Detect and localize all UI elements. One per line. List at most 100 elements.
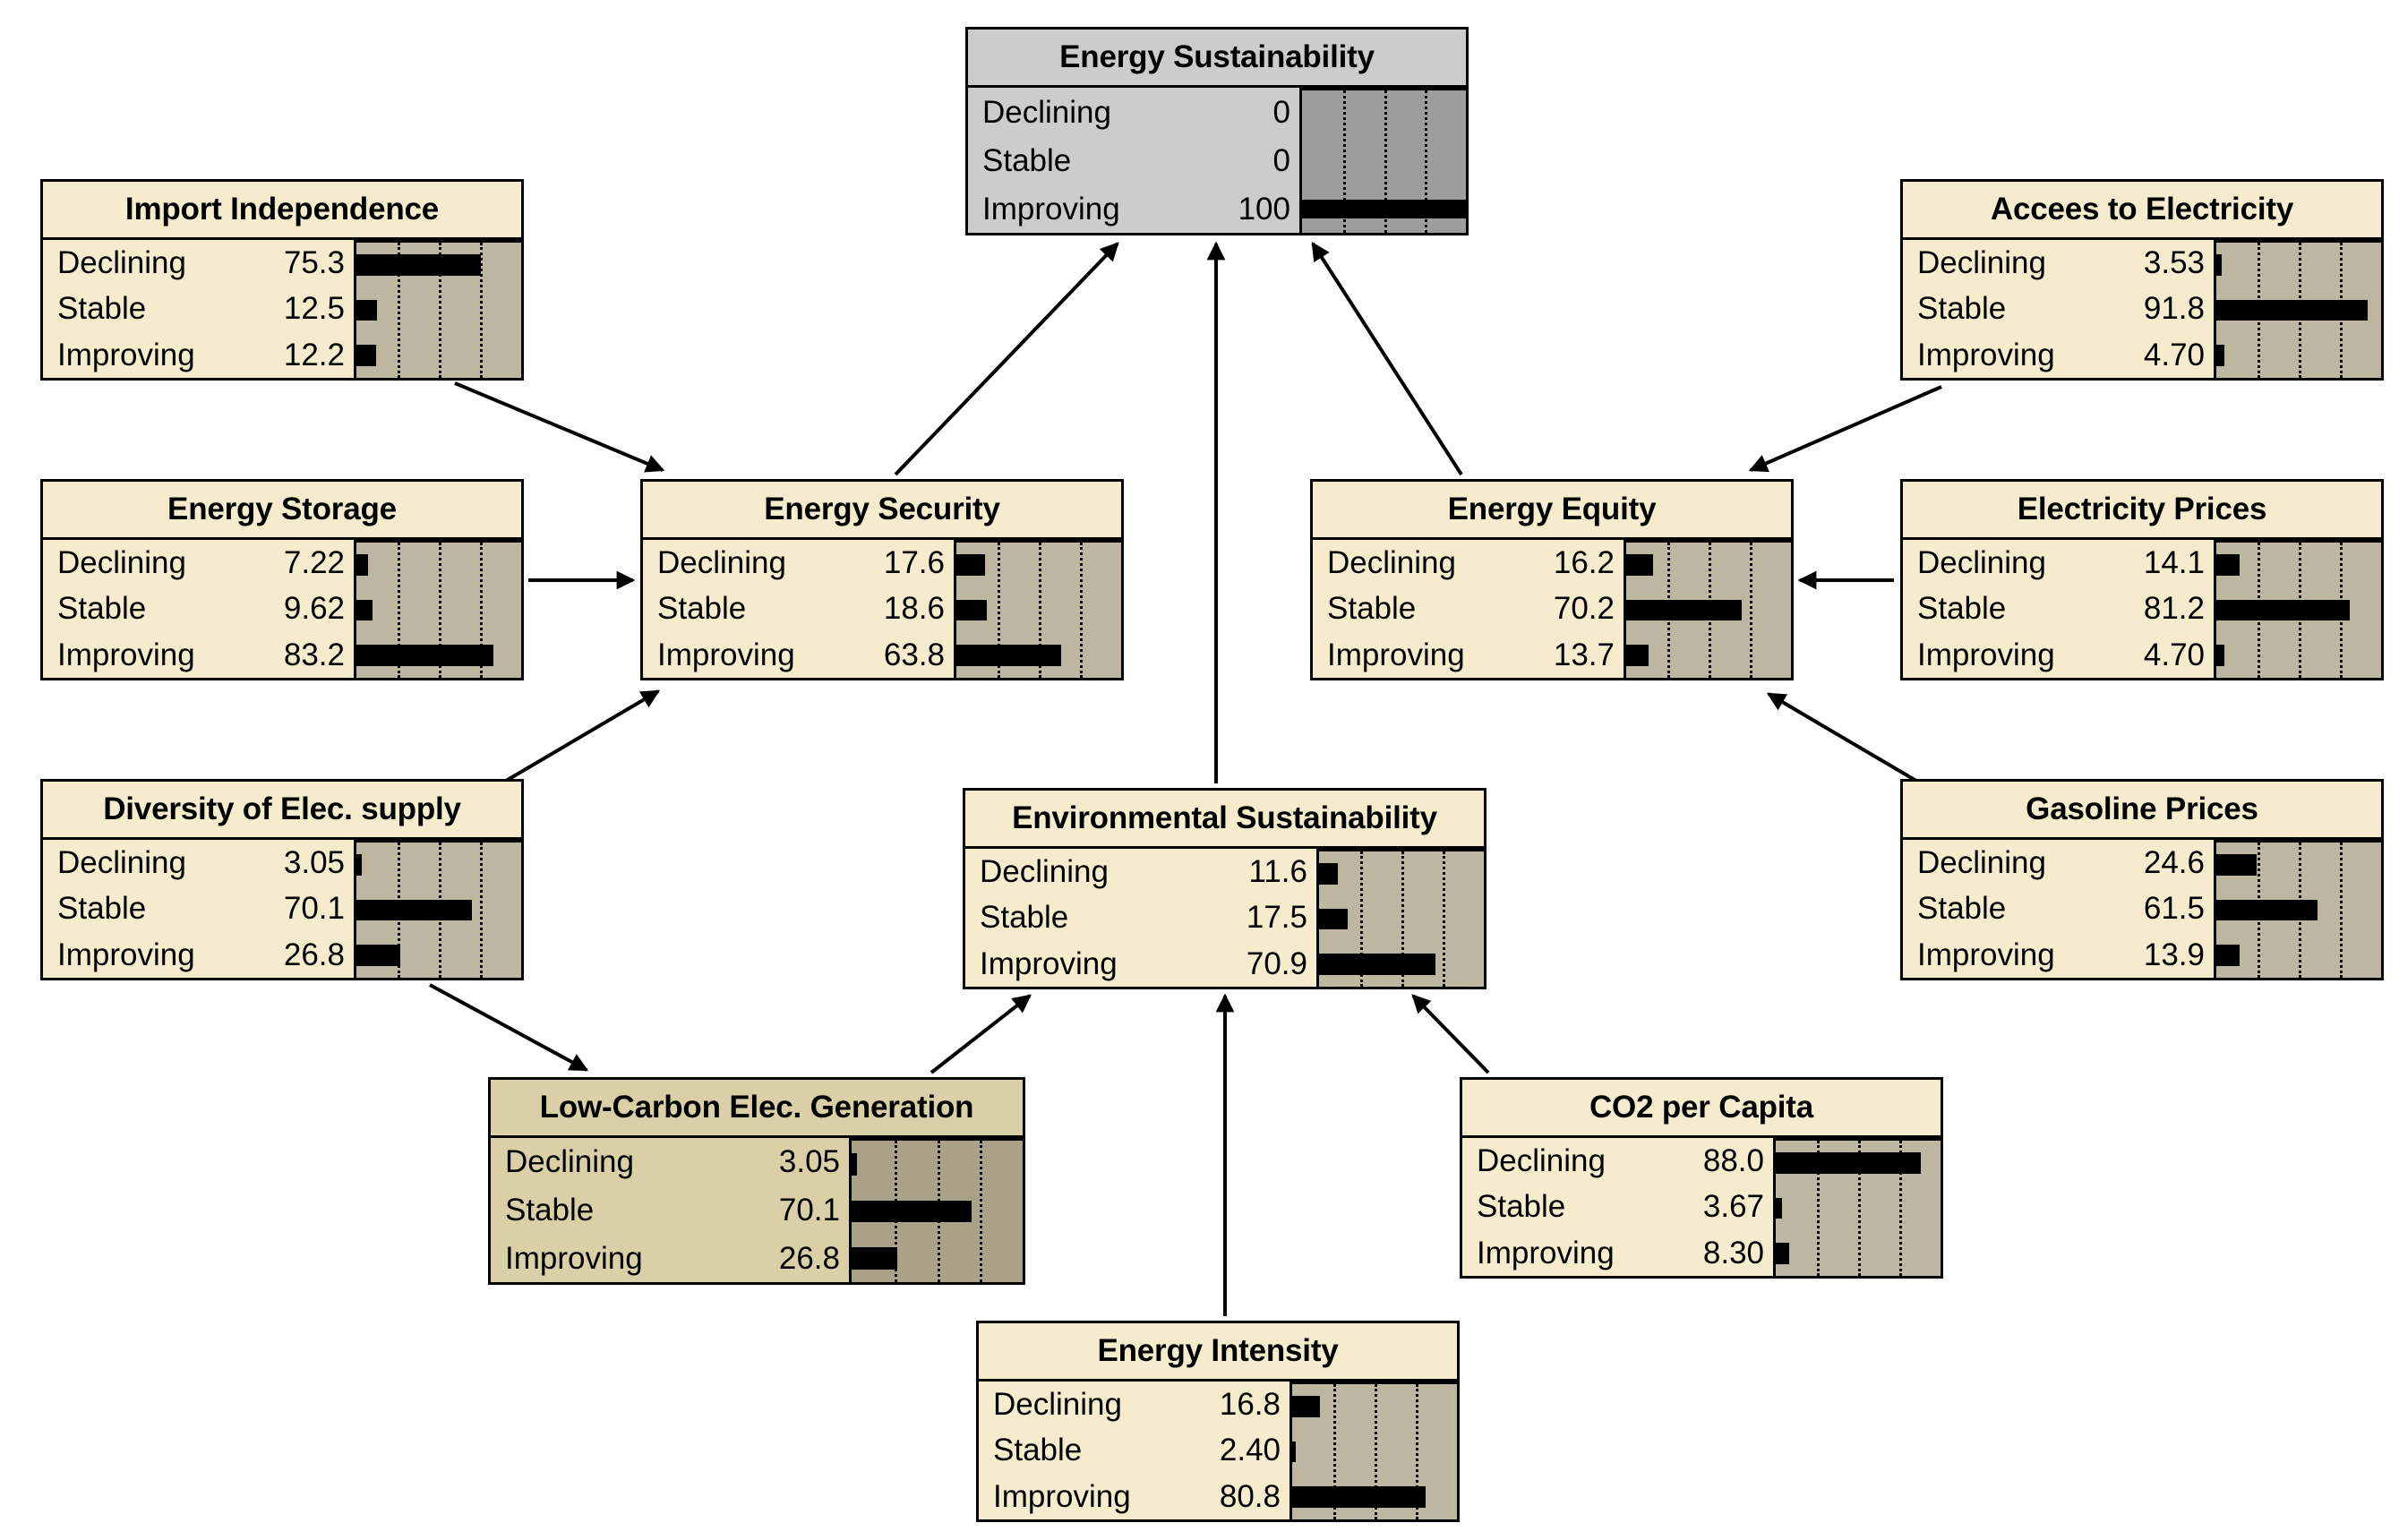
- bar-chart-low-carbon-elec-generation: [849, 1138, 1023, 1282]
- state-value: 12.5: [283, 291, 345, 327]
- bar-fill: [956, 599, 988, 621]
- bar-fill: [1319, 863, 1339, 885]
- state-label: Stable: [657, 591, 747, 627]
- bar-track: [356, 933, 521, 978]
- state-value: 11.6: [1248, 854, 1307, 890]
- state-label: Stable: [1327, 591, 1417, 627]
- bar-fill: [356, 299, 377, 321]
- bar-track: [356, 333, 521, 378]
- bar-fill: [1626, 554, 1653, 576]
- edge-accees-to-energy-equity: [1748, 385, 1942, 473]
- node-title-gasoline-prices: Gasoline Prices: [1903, 782, 2381, 840]
- bar-track: [356, 587, 521, 632]
- bar-track: [356, 843, 521, 887]
- state-label: Improving: [57, 337, 195, 372]
- bar-track: [956, 543, 1121, 587]
- bar-fill: [2216, 645, 2224, 666]
- bar-track: [1302, 90, 1466, 138]
- edge-gasoline-prices-to-energy-equity: [1766, 692, 1923, 785]
- bar-track: [2216, 333, 2381, 378]
- state-label: Declining: [982, 94, 1111, 130]
- bar-fill: [356, 254, 481, 276]
- node-title-co2-per-capita: CO2 per Capita: [1462, 1080, 1941, 1138]
- bar-fill: [1776, 1197, 1782, 1219]
- state-row[interactable]: Stable 12.5: [43, 286, 354, 331]
- gridline-25: [998, 543, 1000, 678]
- gridline-75: [980, 1141, 983, 1282]
- state-value: 2.40: [1219, 1433, 1281, 1468]
- state-label: Stable: [57, 591, 147, 627]
- bar-track: [2216, 287, 2381, 332]
- state-value: 12.2: [283, 337, 345, 372]
- state-label: Stable: [57, 291, 147, 327]
- bar-chart-energy-intensity: [1289, 1382, 1457, 1519]
- gridline-25: [1342, 90, 1346, 233]
- state-value: 14.1: [2143, 545, 2205, 581]
- bar-fill: [2216, 599, 2351, 621]
- state-label: Stable: [57, 891, 147, 927]
- state-row[interactable]: Improving 12.2: [43, 332, 354, 378]
- gridline-75: [1443, 851, 1445, 987]
- bar-fill: [1626, 645, 1649, 666]
- node-title-low-carbon-elec-generation: Low-Carbon Elec. Generation: [491, 1080, 1023, 1138]
- bar-fill: [356, 645, 494, 666]
- state-label: Declining: [1477, 1143, 1606, 1179]
